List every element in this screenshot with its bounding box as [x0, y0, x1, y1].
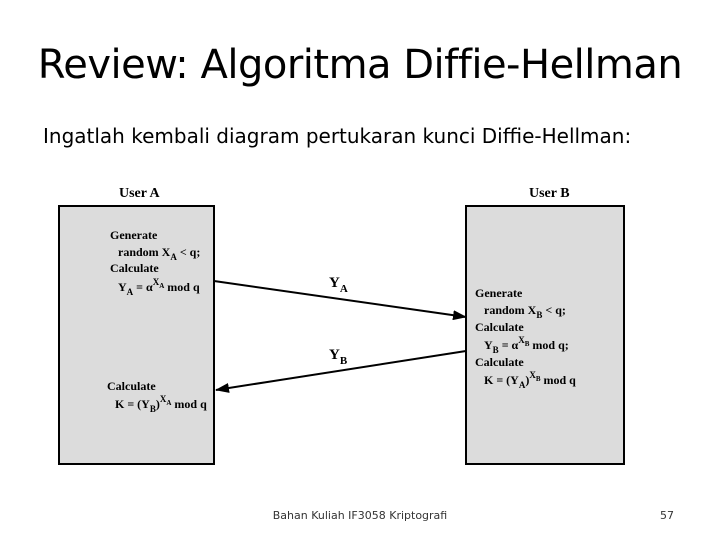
- message-yb-label: YB: [329, 347, 348, 367]
- user-b-calculate: Calculate: [475, 320, 524, 334]
- user-a-box: [58, 205, 215, 465]
- footer-text: Bahan Kuliah IF3058 Kriptografi: [272, 509, 448, 522]
- arrow-yb-to-a: [215, 350, 467, 393]
- page-number: 57: [660, 509, 674, 522]
- slide-title: Review: Algoritma Diffie-Hellman: [37, 42, 683, 88]
- arrow-ya-to-b: [213, 280, 467, 321]
- user-a-calculate-k: Calculate: [107, 379, 156, 393]
- user-a-ya-formula: YA = αXA mod q: [118, 277, 200, 297]
- user-a-random-line: random XA < q;: [118, 245, 200, 262]
- user-a-calculate: Calculate: [110, 261, 159, 275]
- user-b-calculate-k: Calculate: [475, 355, 524, 369]
- user-a-k-formula: K = (YB)XA mod q: [115, 394, 207, 414]
- intro-text: Ingatlah kembali diagram pertukaran kunc…: [43, 124, 632, 148]
- user-b-random-line: random XB < q;: [484, 303, 566, 320]
- user-b-k-formula: K = (YA)XB mod q: [484, 370, 576, 390]
- user-b-box: [465, 205, 625, 465]
- user-a-generate: Generate: [110, 228, 158, 242]
- user-b-generate: Generate: [475, 286, 523, 300]
- user-a-label: User A: [119, 186, 160, 201]
- message-ya-label: YA: [329, 275, 348, 295]
- user-b-yb-formula: YB = αXB mod q;: [484, 335, 569, 355]
- user-b-label: User B: [529, 186, 570, 201]
